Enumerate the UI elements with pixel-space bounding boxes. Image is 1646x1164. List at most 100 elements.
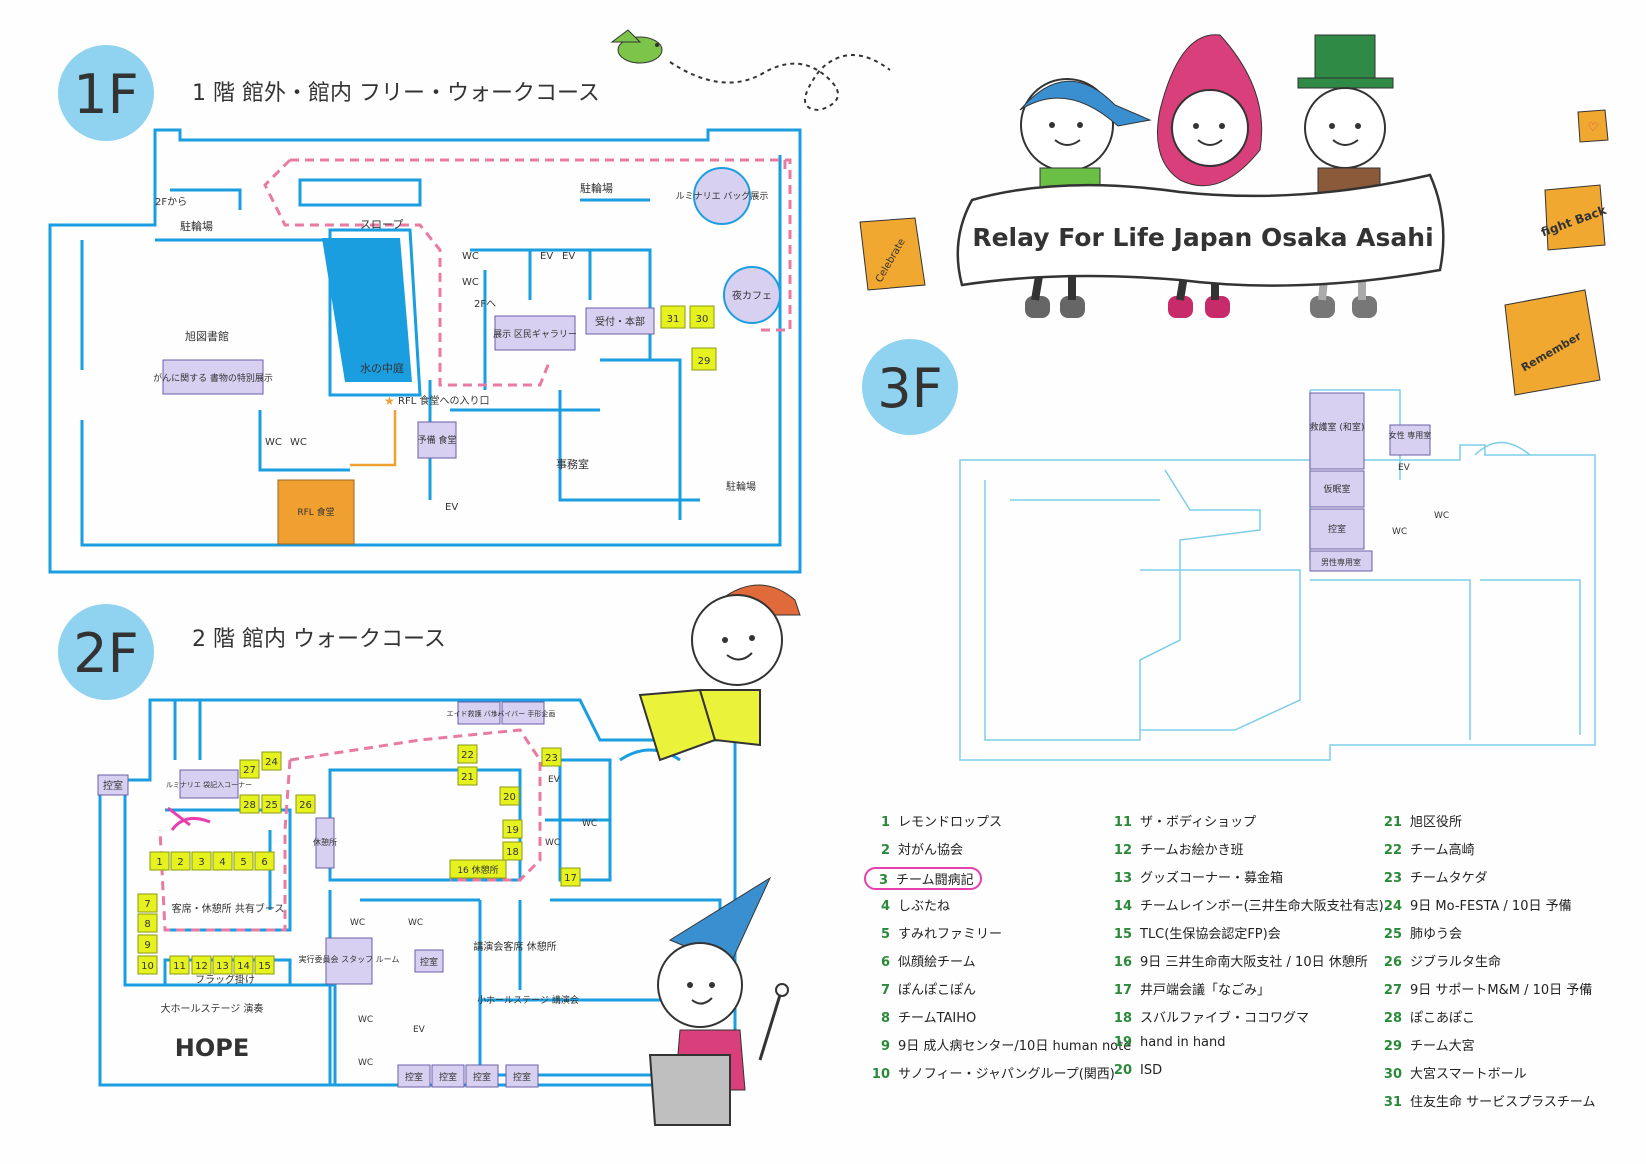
booth-29-label: 29 <box>698 356 711 367</box>
label-hikae-2f-c: 控室 <box>405 1071 423 1083</box>
booth-11 <box>169 955 190 975</box>
celebrate-bag-icon: Celebrate <box>859 217 926 291</box>
booth-5 <box>233 851 254 871</box>
team-number: 23 <box>1383 871 1402 886</box>
team-number: 27 <box>1383 983 1402 998</box>
team-legend-item: 10 サノフィー・ジャパングループ(関西) <box>868 1063 1115 1082</box>
luminarie-display-area <box>693 167 751 225</box>
team-number: 28 <box>1383 1011 1402 1026</box>
team-number: 29 <box>1383 1039 1402 1054</box>
character-blue-bandana <box>1019 78 1152 318</box>
floor-badge-3f <box>862 339 958 435</box>
label-rfl-entry: RFL 食堂への入り口 <box>398 394 489 407</box>
booth-5-label: 5 <box>240 857 246 868</box>
character-reading <box>638 584 801 762</box>
team-name: 似顔絵チーム <box>898 955 976 970</box>
rest-area-room <box>315 817 335 869</box>
team-number: 11 <box>1113 815 1132 830</box>
booth-15 <box>254 955 275 975</box>
label-office: 事務室 <box>556 457 589 471</box>
booth-6-label: 6 <box>261 857 267 868</box>
booth-7-label: 7 <box>144 899 150 910</box>
label-rfl-dining: RFL 食堂 <box>297 506 334 518</box>
label-wc-1f-c: WC <box>265 437 282 448</box>
team-number: 5 <box>880 927 890 942</box>
gallery-room <box>494 315 576 351</box>
team-number: 10 <box>871 1067 890 1082</box>
label-wc-2f-c: WC <box>358 1015 373 1025</box>
booth-26-label: 26 <box>299 800 312 811</box>
team-number: 16 <box>1113 955 1132 970</box>
floor-3f-map <box>959 389 1596 761</box>
team-number: 20 <box>1113 1063 1132 1078</box>
water-court-area <box>322 238 412 382</box>
heart-bag-icon: ♡ <box>1577 109 1609 143</box>
booth-3-label: 3 <box>198 857 204 868</box>
label-from-2f: 2Fから <box>155 196 187 208</box>
hikae-room-2f-c <box>397 1064 431 1088</box>
booth-11-label: 11 <box>173 961 186 972</box>
hikae-room-2f-f <box>505 1064 539 1088</box>
team-legend-item: 13 グッズコーナー・募金箱 <box>1110 867 1283 886</box>
booth-9 <box>137 934 158 954</box>
label-wc-1f-b: WC <box>462 277 479 288</box>
hikae-room-2f-a <box>97 774 129 796</box>
label-flag: フラッグ掛け <box>195 973 255 986</box>
team-name: チーム大宮 <box>1410 1039 1475 1054</box>
label-men: 男性専用室 <box>1321 557 1361 567</box>
booth-1-label: 1 <box>156 857 162 868</box>
booth-12-label: 12 <box>195 961 208 972</box>
label-hikae-2f-a: 控室 <box>103 779 123 792</box>
team-name: ぽこあぽこ <box>1410 1011 1476 1026</box>
banner-shape <box>956 173 1445 287</box>
floor-1f-map <box>48 128 802 574</box>
label-nap: 仮眠室 <box>1323 483 1350 495</box>
booth-28 <box>239 794 260 814</box>
team-number: 13 <box>1113 871 1132 886</box>
team-number: 21 <box>1383 815 1402 830</box>
booth-9-label: 9 <box>144 940 150 951</box>
dotted-flight-path <box>669 54 891 112</box>
rfl-dining-room <box>277 479 355 545</box>
label-night-cafe: 夜カフェ <box>732 289 772 302</box>
team-number: 8 <box>880 1011 890 1026</box>
team-name: サノフィー・ジャパングループ(関西) <box>898 1067 1115 1082</box>
booth-4 <box>212 851 233 871</box>
floor-2f-section: 2F 2 階 館内 ウォークコース エイド救護 バルーン サバイバー 手形企画 … <box>58 604 737 1088</box>
team-name: グッズコーナー・募金箱 <box>1140 871 1284 886</box>
label-small-hall: 小ホールステージ 講演会 <box>477 994 579 1006</box>
booth-8-label: 8 <box>144 919 150 930</box>
label-women: 女性 専用室 <box>1389 430 1432 440</box>
label-reception: 受付・本部 <box>595 315 645 328</box>
booth-23-label: 23 <box>545 753 558 764</box>
booth-30 <box>689 305 715 329</box>
team-name: ISD <box>1140 1063 1163 1078</box>
label-ev-1f-c: EV <box>445 502 458 513</box>
banner-text: Relay For Life Japan Osaka Asahi <box>972 223 1433 252</box>
label-bike-parking-1: 駐輪場 <box>180 219 213 233</box>
team-name: チームお絵かき班 <box>1140 843 1244 858</box>
team-name: 旭区役所 <box>1410 815 1463 830</box>
team-name: チーム闘病記 <box>896 873 974 888</box>
women-room <box>1389 424 1431 456</box>
pink-highlight-mark <box>167 806 211 831</box>
team-name: すみれファミリー <box>898 927 1003 942</box>
booth-12 <box>191 955 212 975</box>
hikae-room-2f-e <box>465 1064 499 1088</box>
star-marker-icon: ★ <box>384 394 395 408</box>
booth-28-label: 28 <box>243 800 256 811</box>
booth-22-label: 22 <box>461 750 474 761</box>
luminarie-corner-room <box>179 769 239 799</box>
label-rest16: 16 休憩所 <box>457 864 498 876</box>
booth-16-rest <box>449 859 507 879</box>
team-name: レモンドロップス <box>898 815 1003 830</box>
team-number: 17 <box>1113 983 1132 998</box>
